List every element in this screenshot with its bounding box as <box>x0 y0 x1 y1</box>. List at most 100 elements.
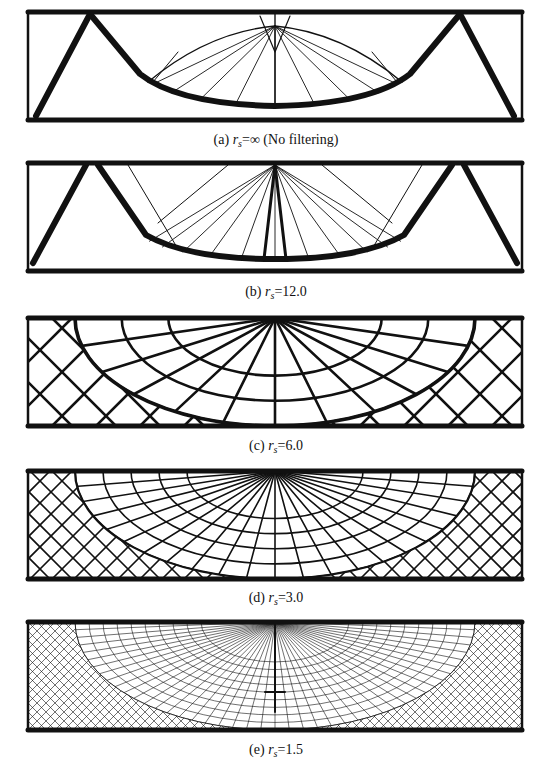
truss-member <box>451 622 522 730</box>
truss-member <box>28 318 72 426</box>
top-chord <box>28 10 522 15</box>
end-member <box>27 622 30 730</box>
thin-member <box>275 165 401 241</box>
panel-caption: (b) rs=12.0 <box>242 284 310 304</box>
truss-member <box>406 622 514 730</box>
arch-member <box>131 471 419 549</box>
truss-member <box>404 318 512 426</box>
radial-member <box>275 622 490 647</box>
truss-member <box>28 622 37 730</box>
radial-member <box>274 318 277 426</box>
end-member <box>27 12 30 120</box>
truss-member <box>451 622 522 730</box>
radial-member <box>275 471 460 535</box>
truss-member <box>492 318 522 426</box>
thin-member <box>162 165 275 247</box>
thick-member <box>264 165 286 259</box>
radial-member <box>119 622 275 706</box>
beam-panel <box>28 163 522 271</box>
truss-member <box>379 622 487 730</box>
truss-member <box>448 318 522 426</box>
truss-member <box>433 622 522 730</box>
radial-member <box>275 622 337 730</box>
radial-member <box>109 622 275 700</box>
thin-member <box>149 165 275 241</box>
bottom-chord <box>28 118 522 123</box>
truss-member <box>28 622 55 730</box>
truss-member <box>37 622 145 730</box>
truss-member <box>96 318 204 426</box>
truss-member <box>404 471 512 579</box>
end-member <box>521 12 524 120</box>
truss-member <box>28 471 72 579</box>
truss-member <box>433 622 522 730</box>
end-member <box>521 163 524 271</box>
truss-member <box>388 622 496 730</box>
truss-member <box>28 622 37 730</box>
truss-member <box>505 622 522 730</box>
arch-member <box>103 471 447 564</box>
truss-member <box>470 471 522 579</box>
truss-member <box>442 622 522 730</box>
radial-member <box>64 622 275 655</box>
truss-member <box>514 622 522 730</box>
truss-member <box>460 622 522 730</box>
thick-member <box>90 14 460 106</box>
truss-member <box>262 622 370 730</box>
truss-member <box>448 471 522 579</box>
truss-member <box>140 471 248 579</box>
truss-member <box>28 622 109 730</box>
truss-member <box>404 471 512 579</box>
truss-member <box>96 318 204 426</box>
truss-member <box>460 622 522 730</box>
truss-member <box>505 622 522 730</box>
radial-member <box>275 471 493 488</box>
truss-member <box>140 471 248 579</box>
thin-member <box>275 26 350 100</box>
truss-member <box>370 622 478 730</box>
thin-member <box>275 26 379 93</box>
radial-member <box>275 622 460 686</box>
end-member <box>521 318 524 426</box>
arch-member <box>75 622 475 730</box>
thick-member <box>33 165 86 263</box>
truss-member <box>487 622 522 730</box>
truss-member <box>226 622 334 730</box>
bottom-chord <box>28 424 522 429</box>
truss-member <box>470 471 522 579</box>
truss-member <box>478 622 522 730</box>
arch-member <box>75 622 475 730</box>
truss-member <box>73 622 181 730</box>
end-member <box>521 622 524 730</box>
radial-member <box>275 622 419 712</box>
top-chord <box>28 316 522 321</box>
beam-panel <box>28 12 522 120</box>
truss-member <box>272 471 380 579</box>
radial-member <box>99 622 275 693</box>
truss-member <box>492 471 522 579</box>
truss-member <box>127 622 235 730</box>
truss-member <box>28 318 72 426</box>
radial-member <box>198 622 275 730</box>
panel-caption: (e) rs=1.5 <box>246 742 306 762</box>
truss-member <box>28 471 72 579</box>
thin-member <box>171 26 275 93</box>
truss-member <box>28 622 73 730</box>
arch-member <box>122 318 429 401</box>
truss-member <box>514 622 522 730</box>
truss-member <box>514 471 522 579</box>
truss-member <box>55 622 163 730</box>
truss-member <box>379 622 487 730</box>
top-chord <box>28 161 522 166</box>
thin-member <box>275 165 367 252</box>
truss-member <box>74 471 182 579</box>
radial-member <box>69 622 275 664</box>
truss-member <box>217 622 325 730</box>
thick-member <box>98 165 452 259</box>
truss-member <box>478 622 522 730</box>
truss-member <box>91 622 199 730</box>
thin-member <box>200 26 275 100</box>
radial-member <box>275 622 486 655</box>
arch-member <box>89 622 461 722</box>
